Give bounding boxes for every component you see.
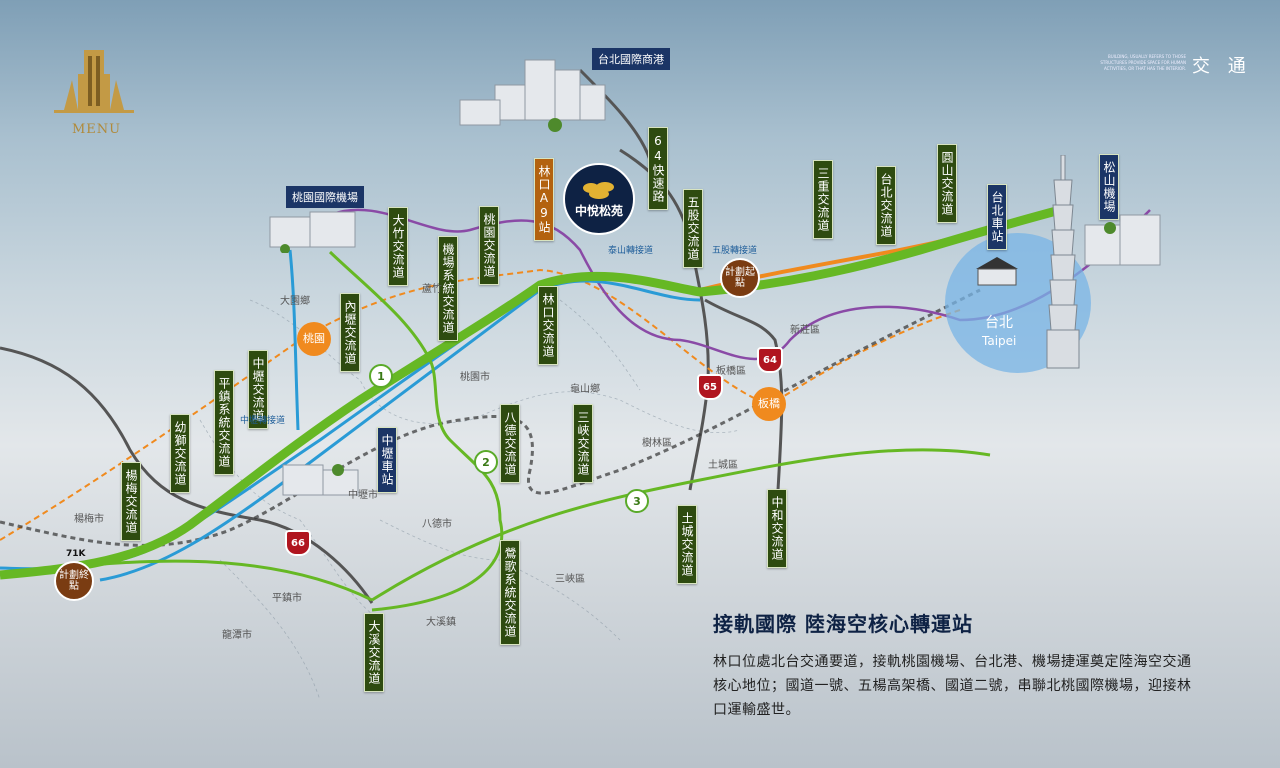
pine-logo-icon — [583, 181, 614, 199]
article-body: 林口位處北台交通要道，接軌桃園機場、台北港、機場捷運奠定陸海空交通核心地位；國道… — [713, 654, 1192, 718]
place-label: 大溪鎮 — [426, 617, 456, 628]
freeway-3-icon: 3 — [625, 489, 649, 513]
interchange-zhongli[interactable]: 中壢交流道 — [248, 350, 268, 429]
section-title: 交 通 — [1192, 56, 1252, 77]
place-label: 大園鄉 — [280, 296, 310, 307]
freeway-lines — [0, 205, 1062, 612]
place-label: 樹林區 — [642, 438, 672, 449]
article-headline: 接軌國際 陸海空核心轉運站 — [713, 612, 973, 636]
place-label: 蘆竹 — [422, 284, 442, 295]
interchange-zhonghe[interactable]: 中和交流道 — [767, 489, 787, 568]
banqiao-marker[interactable]: 板橋 — [752, 387, 786, 421]
highway-64-icon: 64 — [757, 347, 783, 373]
interchange-yuanshan[interactable]: 圓山交流道 — [937, 144, 957, 223]
taoyuan-airport-building-icon — [265, 207, 375, 257]
place-label: 楊梅市 — [74, 514, 104, 525]
interchange-expressway-64[interactable]: 64快速路 — [648, 127, 668, 210]
brand-badge[interactable]: 中悅松苑 — [563, 163, 635, 235]
port-buildings-icon — [455, 55, 615, 139]
plan-start-marker: 計劃起點 — [720, 258, 760, 298]
taipei-label-en: Taipei — [982, 334, 1017, 348]
interchange-airport-system[interactable]: 機場系統交流道 — [438, 236, 458, 341]
taipei-station-building-icon — [972, 255, 1022, 293]
zhongli-station-label[interactable]: 中壢車站 — [377, 427, 397, 493]
place-label: 板橋區 — [716, 366, 746, 377]
station-linkou-a9[interactable]: 林口A9站 — [534, 158, 554, 241]
interchange-daxi[interactable]: 大溪交流道 — [364, 613, 384, 692]
interchange-linkou[interactable]: 林口交流道 — [538, 286, 558, 365]
interchange-sanxia[interactable]: 三峽交流道 — [573, 404, 593, 483]
interchange-wugu[interactable]: 五股交流道 — [683, 189, 703, 268]
section-subtitle: BUILDING, USUALLY REFERS TO THOSE STRUCT… — [1100, 54, 1186, 71]
menu-label[interactable]: MENU — [72, 122, 122, 137]
taoyuan-airport-label: 桃園國際機場 — [286, 186, 364, 208]
freeway-2-icon: 2 — [474, 450, 498, 474]
interchange-pingzhen[interactable]: 平鎮系統交流道 — [214, 370, 234, 475]
interchange-yingge[interactable]: 鶯歌系統交流道 — [500, 540, 520, 645]
place-label: 三峽區 — [555, 574, 585, 585]
place-label: 土城區 — [708, 460, 738, 471]
interchange-taibei[interactable]: 台北交流道 — [876, 166, 896, 245]
place-label: 八德市 — [422, 519, 452, 530]
interchange-dazhu[interactable]: 大竹交流道 — [388, 207, 408, 286]
interchange-taoyuan[interactable]: 桃園交流道 — [479, 206, 499, 285]
place-label: 中壢市 — [348, 490, 378, 501]
interchange-youshi[interactable]: 幼獅交流道 — [170, 414, 190, 493]
taoyuan-marker[interactable]: 桃園 — [297, 322, 331, 356]
km-label: 71K — [66, 549, 86, 559]
connector-label: 五股轉接道 — [712, 246, 758, 256]
songshan-airport-building-icon — [1080, 210, 1170, 274]
menu-logo-icon[interactable] — [44, 44, 144, 140]
interchange-neili[interactable]: 內壢交流道 — [340, 293, 360, 372]
connector-label: 泰山轉接道 — [608, 246, 654, 256]
songshan-airport-label: 松山機場 — [1099, 154, 1119, 220]
taipei-station-label: 台北車站 — [987, 184, 1007, 250]
interchange-tucheng[interactable]: 土城交流道 — [677, 505, 697, 584]
highway-65-icon: 65 — [697, 374, 723, 400]
zhongli-station-building-icon — [278, 460, 368, 504]
place-label: 新莊區 — [790, 325, 820, 336]
place-label: 桃園市 — [460, 372, 490, 383]
place-label: 平鎮市 — [272, 593, 302, 604]
freeway-1-icon: 1 — [369, 364, 393, 388]
place-label: 龜山鄉 — [570, 384, 600, 395]
port-label: 台北國際商港 — [592, 48, 670, 70]
brand-name: 中悅松苑 — [574, 203, 623, 218]
orange-dashed-route — [0, 268, 961, 541]
interchange-bade[interactable]: 八德交流道 — [500, 404, 520, 483]
highway-66-icon: 66 — [285, 530, 311, 556]
plan-end-marker: 計劃終點 — [54, 561, 94, 601]
place-label: 龍潭市 — [222, 630, 252, 641]
interchange-sanchong[interactable]: 三重交流道 — [813, 160, 833, 239]
interchange-yangmei[interactable]: 楊梅交流道 — [121, 462, 141, 541]
taipei-label: 台北 — [985, 315, 1013, 331]
taipei-101-icon — [1044, 154, 1084, 374]
connector-label: 中壢轉接道 — [240, 416, 286, 426]
